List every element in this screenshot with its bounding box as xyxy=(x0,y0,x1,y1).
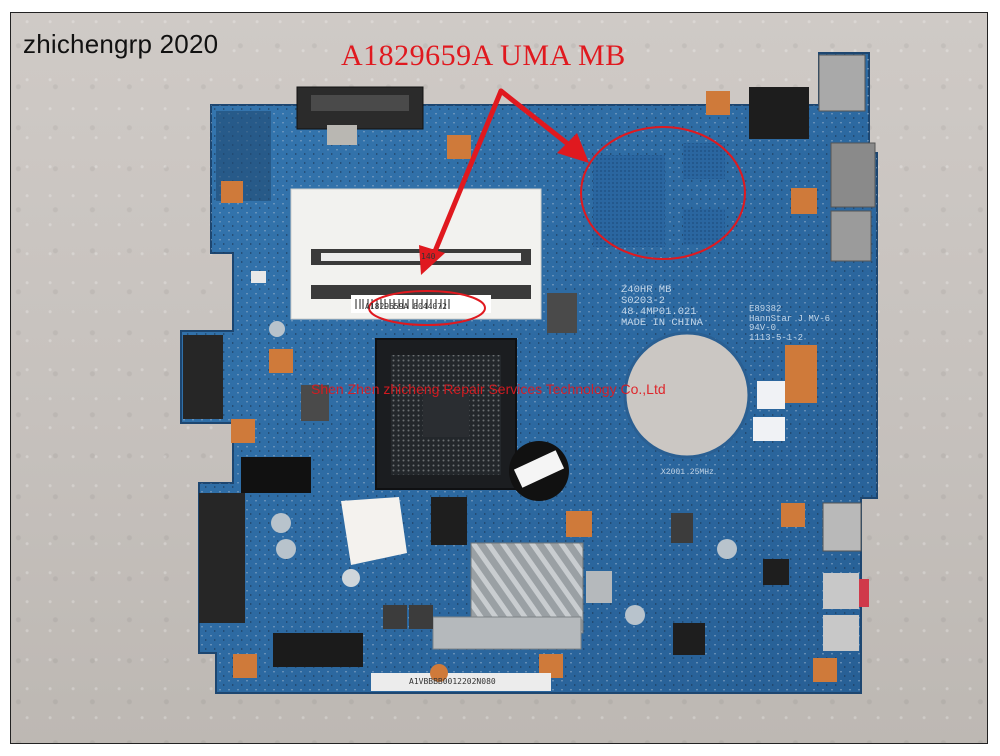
silk-lot: E89382 xyxy=(749,304,782,314)
silk-vendor: HannStar J xyxy=(749,313,804,324)
silk-part: 48.4MP01.021 xyxy=(621,306,697,318)
silk-model: Z40HR MB xyxy=(621,284,672,296)
chipset-highlight xyxy=(580,126,746,260)
bottom-sticker-text: A1VBBBB0012202N080 xyxy=(409,677,496,686)
ram-sticker-highlight xyxy=(368,290,486,326)
silk-code: S0203-2 xyxy=(621,295,666,307)
silk-grade: 94V-0 xyxy=(749,323,777,333)
photo-frame: zhichengrp 2020 A1829659A UMA MB Shen Zh… xyxy=(10,12,988,744)
board-marks: E89382 HannStar J MV-6 94V-0 1113-5-1-2 xyxy=(749,304,831,343)
shop-watermark: Shen Zhen zhicheng Repair Services Techn… xyxy=(311,381,666,397)
silk-mv: MV-6 xyxy=(808,313,831,324)
board-silkscreen: Z40HR MB S0203-2 48.4MP01.021 MADE IN CH… xyxy=(621,285,703,329)
silk-xtal: X2001 25MHz xyxy=(661,468,714,477)
silk-origin: MADE IN CHINA xyxy=(621,317,703,329)
ram-slot-label: 140 xyxy=(421,252,436,261)
model-title: A1829659A UMA MB xyxy=(341,39,626,72)
motherboard-photo xyxy=(180,52,878,694)
ram-sticker-text: A1829659A 8044072 xyxy=(365,302,447,311)
red-arrows xyxy=(419,88,589,275)
silk-date: 1113-5-1-2 xyxy=(749,332,804,343)
watermark-text: zhichengrp 2020 xyxy=(23,29,219,59)
